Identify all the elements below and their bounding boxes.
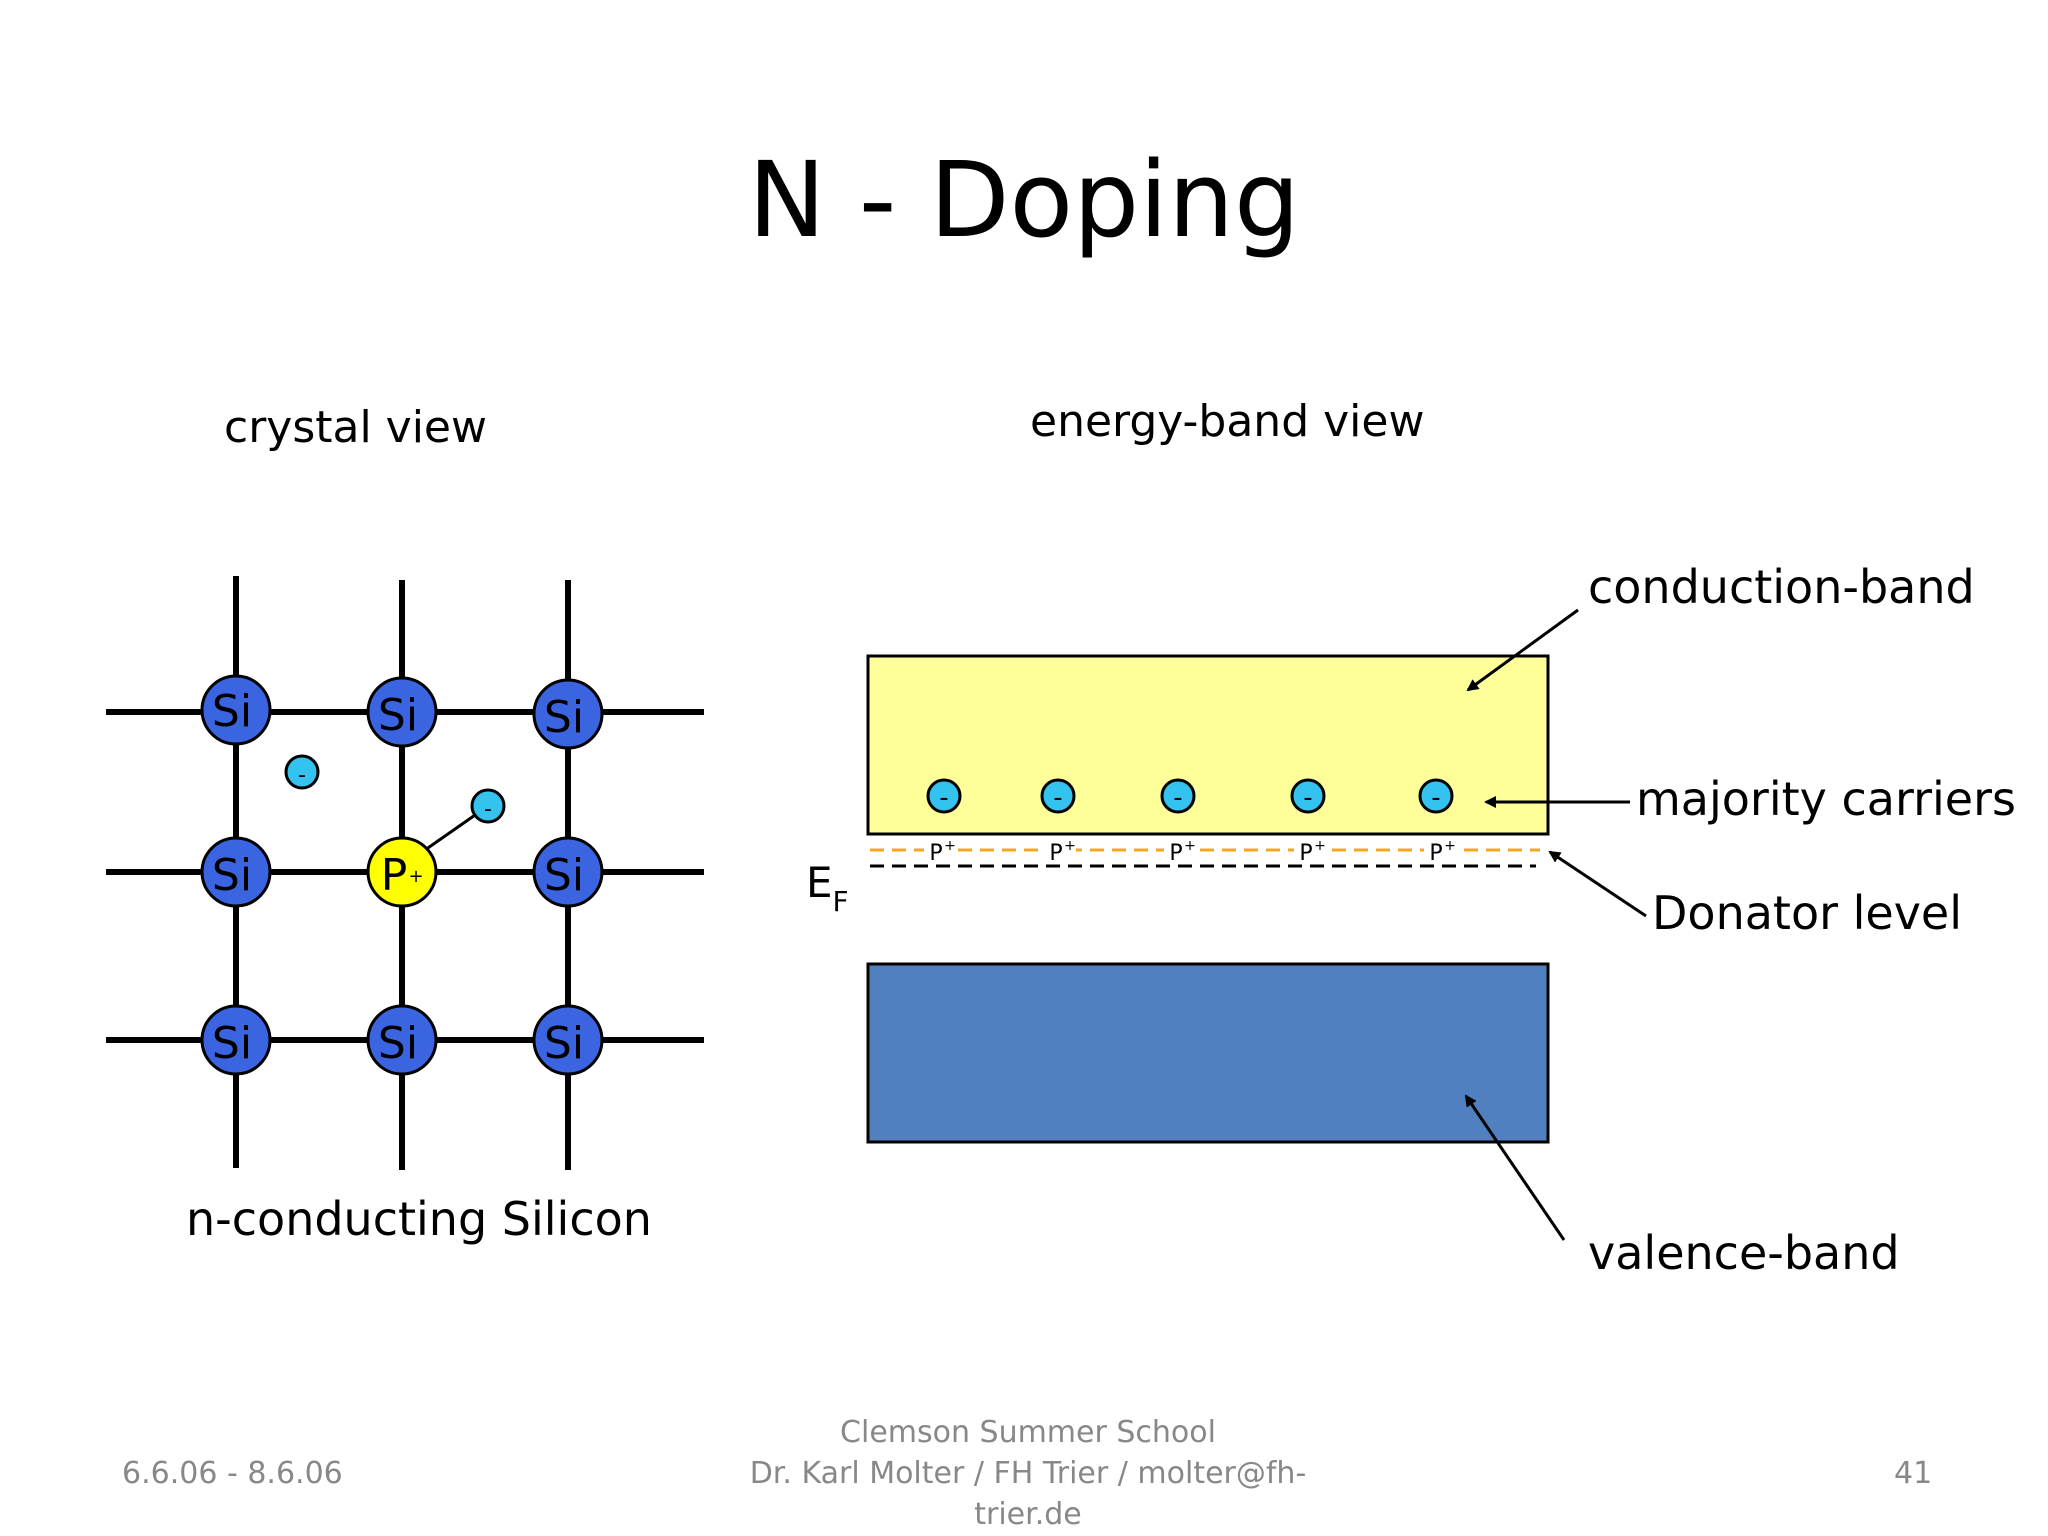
donor-ion-label: P <box>1169 841 1182 866</box>
footer-date: 6.6.06 - 8.6.06 <box>122 1456 343 1491</box>
majority-carrier-electron: - <box>1418 778 1454 814</box>
electron-sign: - <box>1303 783 1312 813</box>
electron-sign: - <box>298 763 306 788</box>
si-atom-label: Si <box>212 850 252 901</box>
electron-sign: - <box>484 797 492 822</box>
si-atom: Si <box>366 676 438 748</box>
si-atom-label: Si <box>378 1018 418 1069</box>
electron-sign: - <box>939 783 948 813</box>
majority-carrier-electron: - <box>1160 778 1196 814</box>
electron-sign: - <box>1053 783 1062 813</box>
donor-ion-label: P <box>1429 841 1442 866</box>
crystal-caption: n-conducting Silicon <box>186 1192 652 1246</box>
si-atom: Si <box>366 1004 438 1076</box>
valence-band-arrow <box>1464 1094 1566 1241</box>
conduction-band-arrow <box>1466 608 1579 692</box>
majority-carrier-electron: - <box>926 778 962 814</box>
donor-ion-label: P <box>1299 841 1312 866</box>
si-atom: Si <box>532 836 604 908</box>
crystal-view-heading: crystal view <box>224 402 487 453</box>
free-electron: - <box>284 754 320 790</box>
si-atom-label: Si <box>212 686 252 737</box>
fermi-level-subscript: F <box>832 885 849 918</box>
si-atom-label: Si <box>544 1018 584 1069</box>
majority-carrier-electron: - <box>1040 778 1076 814</box>
donator-level-label: Donator level <box>1652 886 1963 940</box>
free-electron: - <box>470 788 506 824</box>
donor-ion-label: P <box>1049 841 1062 866</box>
phosphorus-atom-label: P <box>381 850 408 901</box>
donor-ion: P + <box>1044 838 1076 866</box>
slide-title: N - Doping <box>748 139 1300 261</box>
si-atom: Si <box>200 674 272 746</box>
donator-level-arrow <box>1548 850 1647 918</box>
fermi-level-main: E <box>806 858 833 907</box>
donor-ion-label: P <box>929 841 942 866</box>
fermi-level-label: EF <box>806 858 849 918</box>
majority-carriers-label: majority carriers <box>1636 772 2016 826</box>
si-atom-label: Si <box>378 690 418 741</box>
si-atom: Si <box>532 1004 604 1076</box>
donor-ion: P + <box>1294 838 1326 866</box>
donor-ion: P + <box>1164 838 1196 866</box>
electron-sign: - <box>1173 783 1182 813</box>
footer-center: Clemson Summer School Dr. Karl Molter / … <box>740 1412 1316 1535</box>
donor-ion: P + <box>1424 838 1456 866</box>
si-atom: Si <box>200 836 272 908</box>
phosphorus-atom: P + <box>366 836 438 908</box>
si-atom-label: Si <box>544 850 584 901</box>
phosphorus-charge: + <box>408 866 423 887</box>
si-atom: Si <box>532 678 604 750</box>
donor-ion-charge: + <box>1184 838 1196 854</box>
electron-sign: - <box>1431 783 1440 813</box>
footer-line: trier.de <box>974 1497 1082 1532</box>
majority-carrier-electron: - <box>1290 778 1326 814</box>
si-atom-label: Si <box>212 1018 252 1069</box>
donor-ion-charge: + <box>1444 838 1456 854</box>
si-atom: Si <box>200 1004 272 1076</box>
footer-line: Dr. Karl Molter / FH Trier / molter@fh- <box>749 1456 1307 1491</box>
donor-ion-charge: + <box>1314 838 1326 854</box>
conduction-band-label: conduction-band <box>1588 560 1975 614</box>
donor-ion: P + <box>924 838 956 866</box>
energy-band-view-heading: energy-band view <box>1030 396 1425 447</box>
page-number: 41 <box>1894 1456 1933 1491</box>
valence-band <box>866 962 1550 1144</box>
valence-band-label: valence-band <box>1588 1226 1900 1280</box>
donor-ion-charge: + <box>1064 838 1076 854</box>
si-atom-label: Si <box>544 692 584 743</box>
donor-ion-charge: + <box>944 838 956 854</box>
footer-line: Clemson Summer School <box>840 1415 1216 1450</box>
